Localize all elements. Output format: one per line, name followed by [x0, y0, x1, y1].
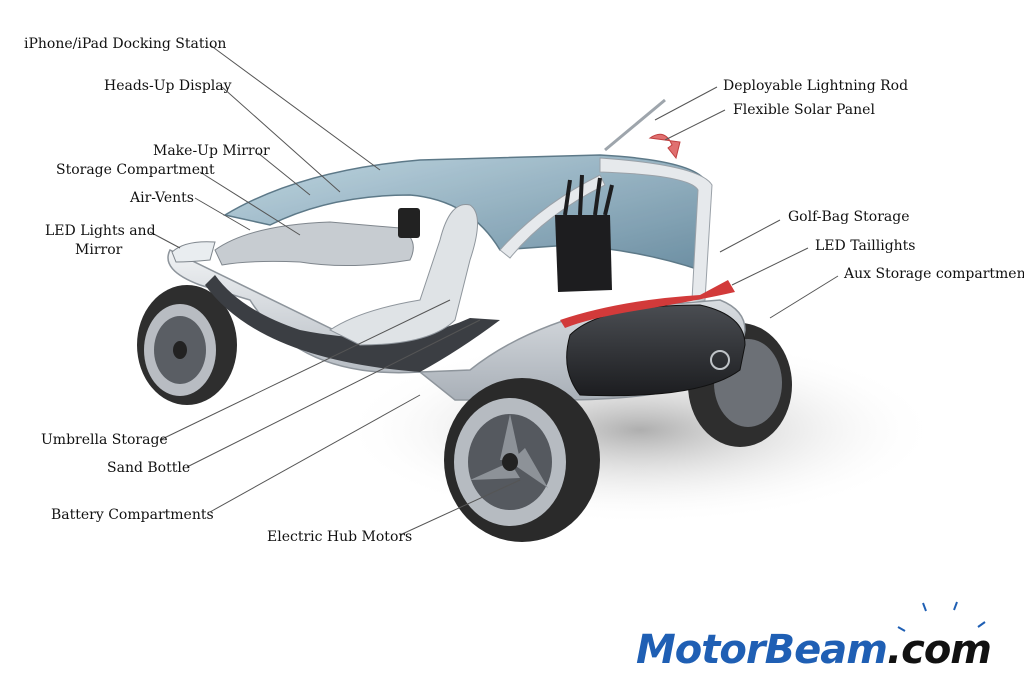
label-air-vents: Air-Vents [130, 190, 194, 206]
label-hub-motors: Electric Hub Motors [267, 529, 413, 545]
label-led-lights-line2: Mirror [75, 242, 123, 258]
label-aux-storage: Aux Storage compartment [844, 266, 1024, 282]
front-led-light [171, 241, 216, 263]
logo-text-main: MotorBeam [636, 627, 888, 673]
label-lightning-rod: Deployable Lightning Rod [723, 78, 909, 94]
side-sill [205, 275, 500, 372]
label-led-lights-line1: LED Lights and [45, 223, 156, 239]
golf-bag [555, 215, 612, 292]
a-pillar [499, 174, 606, 259]
leader-lines [149, 44, 839, 536]
golf-clubs [563, 174, 614, 216]
logo-text-domain: .com [886, 627, 992, 673]
label-led-taillights: LED Taillights [815, 238, 916, 254]
rear-right-wheel [444, 378, 600, 542]
logo-burst-icon [897, 601, 986, 632]
label-storage-compartment: Storage Compartment [56, 162, 215, 178]
brand-emblem [710, 350, 730, 370]
front-wheel [137, 285, 237, 405]
label-sand-bottle: Sand Bottle [107, 460, 191, 476]
label-battery: Battery Compartments [51, 507, 214, 523]
motorbeam-logo: MotorBeam.com [636, 627, 992, 673]
label-iphone-dock: iPhone/iPad Docking Station [24, 36, 227, 52]
ipad-dock [398, 208, 420, 238]
dashboard [214, 221, 414, 267]
taillight [560, 280, 735, 328]
lightning-rod [604, 98, 666, 152]
label-golf-bag: Golf-Bag Storage [788, 209, 910, 225]
label-makeup-mirror: Make-Up Mirror [153, 143, 270, 159]
label-umbrella: Umbrella Storage [41, 432, 168, 448]
label-heads-up: Heads-Up Display [104, 78, 232, 94]
label-solar-panel: Flexible Solar Panel [733, 102, 875, 118]
lightning-rod-arrow [648, 133, 681, 160]
seat [329, 203, 478, 346]
